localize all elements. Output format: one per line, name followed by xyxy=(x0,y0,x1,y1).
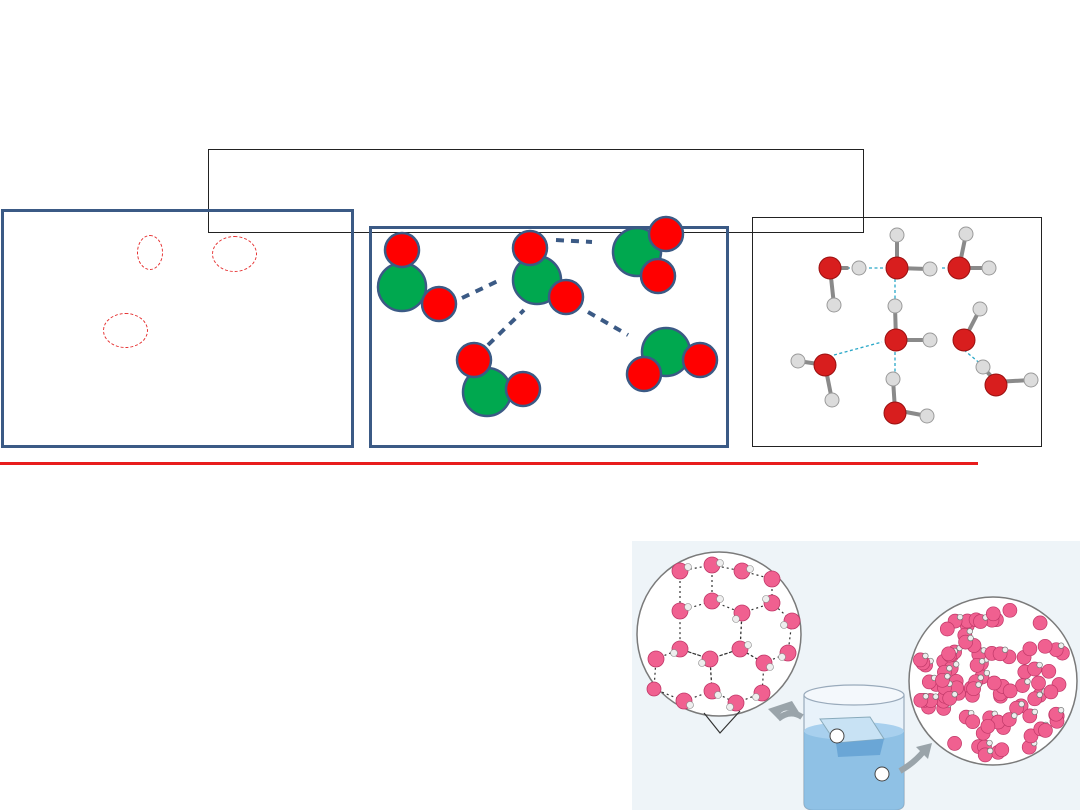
curved-arrow-left-icon xyxy=(768,701,804,722)
water-molecule xyxy=(980,718,996,734)
hydrogen-atom xyxy=(932,693,939,700)
hydrogen-atom xyxy=(953,661,960,668)
molecule xyxy=(455,341,542,418)
hydrogen-atom xyxy=(983,669,991,677)
water-molecule xyxy=(941,646,956,662)
hbond-dash xyxy=(587,310,629,337)
hydrogen-atom xyxy=(1024,678,1031,685)
dashed-ellipse xyxy=(212,236,257,272)
water-molecule xyxy=(986,675,1002,691)
hydrogen-atom xyxy=(1001,646,1009,653)
water-molecule xyxy=(965,714,981,730)
water-molecule xyxy=(1041,663,1057,679)
hydrogen-atom xyxy=(1018,700,1025,708)
water-molecule xyxy=(1037,638,1053,654)
hydrogen-atom xyxy=(987,747,994,755)
panel-middle xyxy=(369,226,729,448)
hydrogen-atom xyxy=(1036,661,1043,669)
molecule xyxy=(625,326,719,393)
dashed-ellipse xyxy=(103,313,148,348)
water-molecule xyxy=(1022,641,1038,657)
hydrogen-atom xyxy=(922,652,929,660)
hydrogen-atom xyxy=(986,739,993,747)
hbond-dash xyxy=(461,278,501,300)
water-molecule xyxy=(994,742,1010,758)
liquid-water-circle xyxy=(908,596,1078,766)
hbond-dash xyxy=(555,238,593,244)
hydrogen-atom xyxy=(944,673,951,680)
molecule xyxy=(511,229,585,316)
water-molecule xyxy=(939,621,955,637)
hydrogen-atom xyxy=(1057,707,1065,714)
water-molecule xyxy=(1002,602,1018,618)
panel-left xyxy=(1,209,354,448)
water-molecule xyxy=(947,736,962,751)
water-molecule xyxy=(1038,723,1053,738)
panel-right xyxy=(752,217,1042,447)
ball-stick-network xyxy=(790,226,1039,425)
hbond-dash xyxy=(486,308,526,347)
divider-line xyxy=(0,462,978,465)
beaker xyxy=(803,684,905,810)
hydrogen-atom xyxy=(1031,708,1038,716)
hydrogen-atom xyxy=(1036,691,1043,698)
molecule xyxy=(611,215,685,295)
ice-water-svg xyxy=(636,551,1078,810)
hydrogen-atom xyxy=(1058,642,1065,649)
hydrogen-atom xyxy=(977,674,984,681)
hydrogen-atom xyxy=(922,693,929,700)
curved-arrow-right-icon xyxy=(898,743,932,774)
water-molecule xyxy=(1032,615,1048,631)
water-molecule xyxy=(1043,684,1059,700)
molecule xyxy=(376,231,458,323)
water-molecule xyxy=(1031,675,1046,691)
hydrogen-atom xyxy=(946,665,953,672)
hydrogen-atom xyxy=(966,628,973,635)
water-molecule xyxy=(1002,683,1018,699)
hydrogen-atom xyxy=(956,613,964,621)
hydrogen-atom xyxy=(951,691,958,698)
dashed-ellipse xyxy=(137,235,163,270)
ice-lattice-circle xyxy=(636,551,802,734)
hydrogen-atom xyxy=(967,634,974,642)
hydrogen-atom xyxy=(1011,712,1018,719)
hydrogen-atom xyxy=(978,658,986,665)
water-molecule xyxy=(985,606,1001,622)
hydrogen-atom xyxy=(975,681,982,688)
